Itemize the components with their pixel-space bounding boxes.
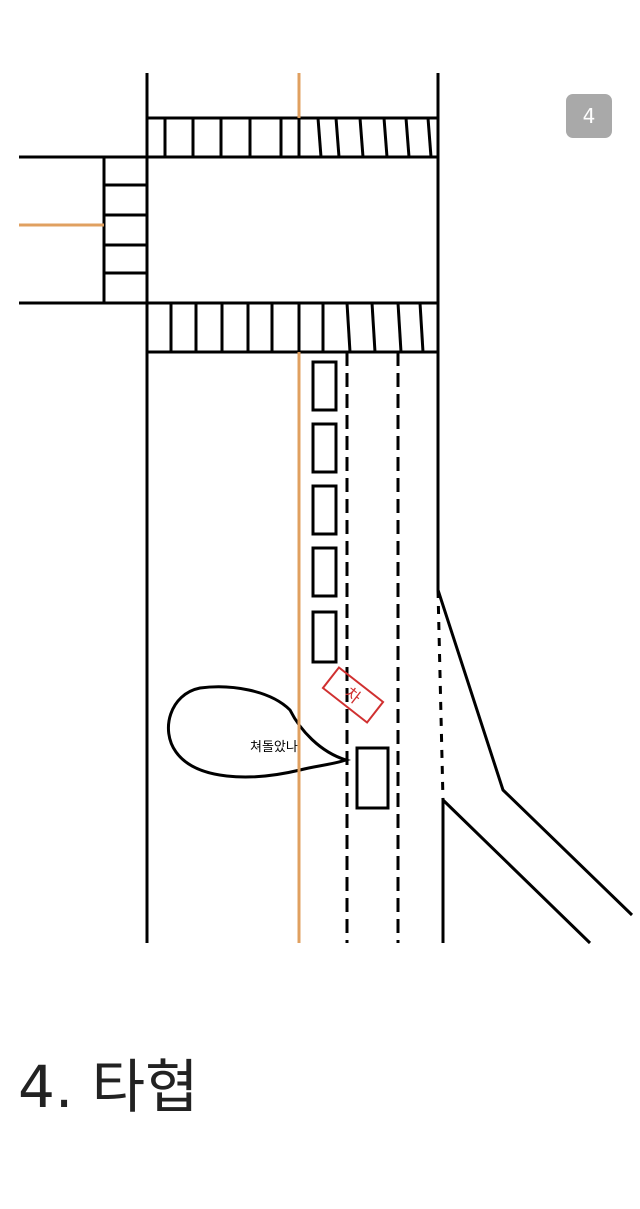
parked-car: [311, 360, 338, 412]
caption: 4. 타협: [18, 1053, 199, 1121]
crosswalk-left: [102, 155, 149, 305]
crosswalk-stripe: [316, 117, 323, 158]
parked-car: [311, 546, 338, 598]
crosswalk-stripe: [418, 302, 425, 353]
speech-bubble-text: 쳐돌았나: [250, 740, 298, 755]
merge-road-edge-outer: [436, 589, 634, 917]
road-edge-right-gap: [436, 589, 445, 801]
car: [355, 746, 390, 810]
crosswalk-stripe: [382, 117, 389, 158]
crosswalk-stripe: [404, 117, 411, 158]
merge-road-edge-inner: [441, 798, 592, 945]
crosswalk-bottom: [145, 301, 440, 354]
crosswalk-stripe: [396, 302, 403, 353]
turning-car: [321, 666, 385, 724]
speech-bubble: [166, 685, 352, 779]
parked-car: [311, 484, 338, 536]
crosswalk-stripe: [345, 302, 352, 353]
road-diagram: 차 쳐돌았나: [19, 73, 634, 945]
crosswalk-stripe: [370, 302, 377, 353]
parked-car: [311, 610, 338, 664]
page-number-badge: 4: [566, 94, 612, 138]
crosswalk-top: [145, 116, 440, 159]
parked-car: [311, 422, 338, 474]
crosswalk-stripe: [334, 117, 341, 158]
crosswalk-stripe: [358, 117, 365, 158]
crosswalk-stripe: [426, 117, 433, 158]
